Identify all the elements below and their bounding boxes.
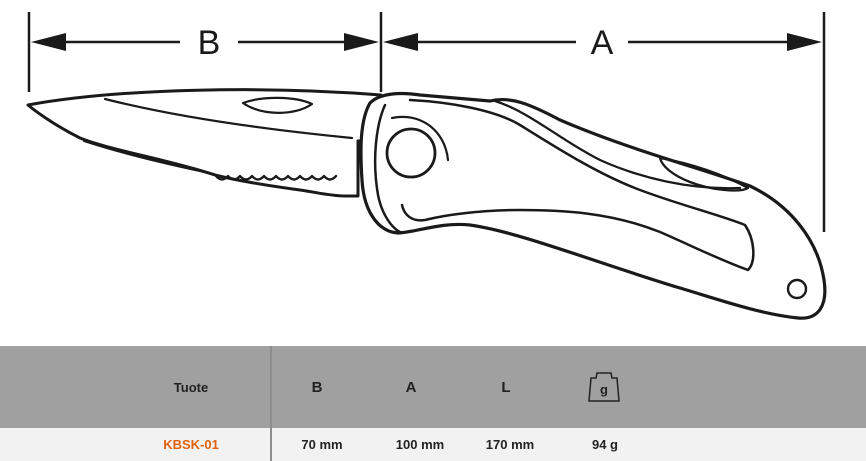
value-b: 70 mm xyxy=(301,437,343,452)
header-weight: g xyxy=(583,346,625,428)
header-a: A xyxy=(405,378,417,396)
knife-blade xyxy=(26,88,383,198)
dimension-a-label: A xyxy=(591,24,614,62)
dimension-b: B xyxy=(31,24,379,62)
product-code: KBSK-01 xyxy=(163,437,219,452)
header-b: B xyxy=(311,378,323,396)
weight-icon-glyph: g xyxy=(600,382,608,397)
value-a: 100 mm xyxy=(395,437,445,452)
header-l: L xyxy=(501,378,511,396)
spec-table: Tuote B A L g KBSK-01 70 mm 100 mm 170 m… xyxy=(0,346,866,461)
pivot-screw xyxy=(385,127,437,179)
dimension-a: A xyxy=(383,24,822,62)
value-l: 170 mm xyxy=(485,437,535,452)
table-header: Tuote B A L g xyxy=(0,346,866,428)
knife-handle xyxy=(359,91,827,320)
weight-icon: g xyxy=(588,372,620,402)
table-row: KBSK-01 70 mm 100 mm 170 mm 94 g xyxy=(0,428,866,461)
dimension-b-label: B xyxy=(198,24,221,62)
knife-diagram: B A xyxy=(26,12,827,320)
value-weight: 94 g xyxy=(591,437,618,452)
header-product: Tuote xyxy=(173,379,209,395)
column-divider xyxy=(270,346,272,461)
lanyard-hole xyxy=(786,278,808,300)
